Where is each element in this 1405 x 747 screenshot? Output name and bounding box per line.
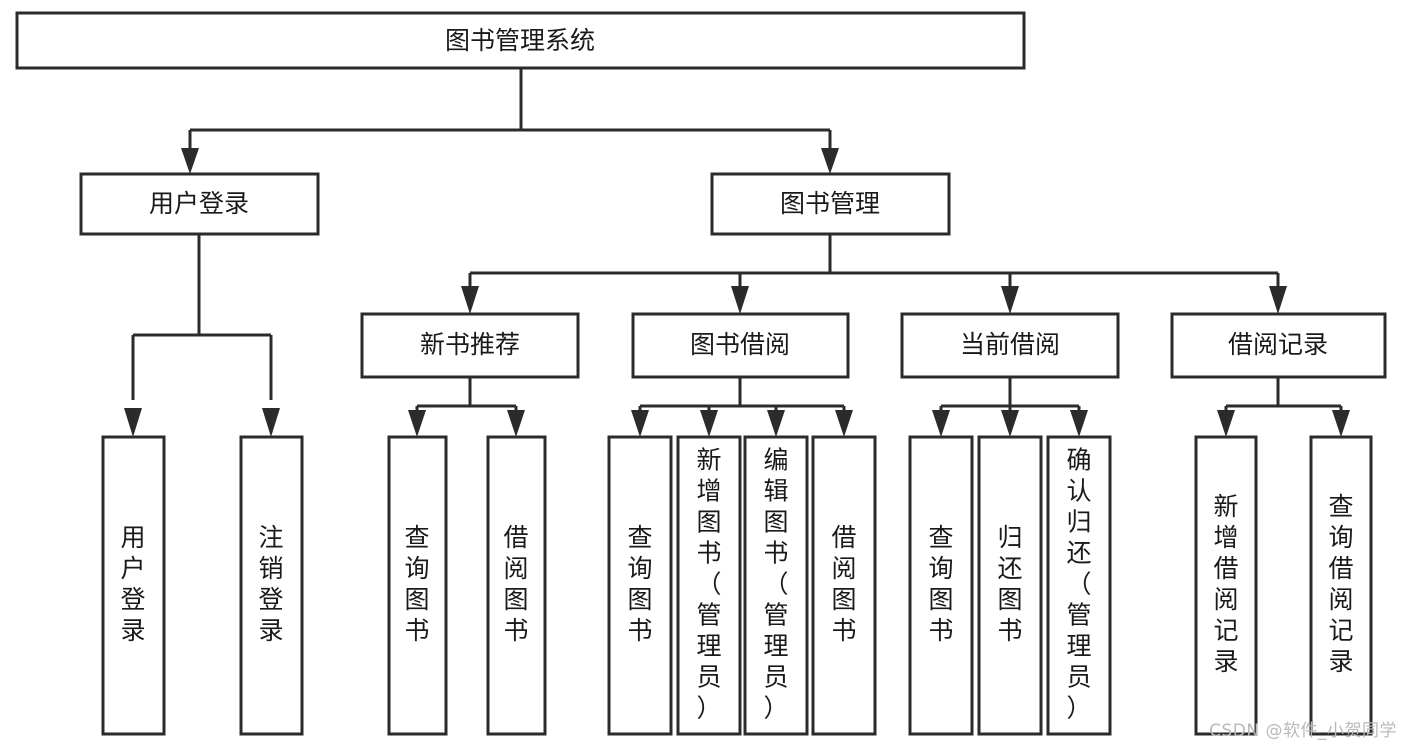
- arrow-head-icon: [1269, 286, 1287, 314]
- connector-borrow-to-leaves: [631, 377, 853, 437]
- node-current-borrow[interactable]: 当前借阅: [900, 312, 1120, 379]
- leaf-borrow-book-newbook[interactable]: 借阅图书: [486, 435, 547, 736]
- leaf-query-record[interactable]: 查询借阅记录: [1309, 435, 1373, 736]
- leaf-add-book-box[interactable]: [676, 435, 742, 736]
- leaf-borrow-book-borrow-label: 借阅图书: [831, 523, 856, 645]
- node-new-book-recommend-label: 新书推荐: [420, 330, 520, 359]
- arrow-head-icon: [1217, 410, 1235, 437]
- leaf-add-book[interactable]: 新增图书（管理员）: [676, 435, 742, 736]
- connector-bookmgmt-to-level2: [461, 234, 1287, 314]
- leaf-query-record-box[interactable]: [1309, 435, 1373, 736]
- leaf-user-login-box[interactable]: [101, 435, 166, 736]
- arrow-head-icon: [461, 286, 479, 314]
- arrow-head-icon: [507, 410, 525, 437]
- node-current-borrow-box[interactable]: [900, 312, 1120, 379]
- node-user-login-label: 用户登录: [149, 189, 249, 218]
- arrow-head-icon: [1332, 410, 1350, 437]
- node-current-borrow-label: 当前借阅: [960, 330, 1060, 359]
- node-user-login-box[interactable]: [79, 172, 320, 236]
- arrow-head-icon: [1070, 410, 1088, 437]
- leaf-return-book-box[interactable]: [977, 435, 1043, 736]
- arrow-head-icon: [835, 410, 853, 437]
- leaf-borrow-book-newbook-label: 借阅图书: [503, 523, 528, 645]
- leaf-query-book-newbook-box[interactable]: [387, 435, 448, 736]
- leaf-logout-box[interactable]: [239, 435, 304, 736]
- leaf-return-book[interactable]: 归还图书: [977, 435, 1043, 736]
- leaf-add-record[interactable]: 新增借阅记录: [1194, 435, 1258, 736]
- leaf-edit-book-box[interactable]: [743, 435, 809, 736]
- connector-userlogin-to-leaves: [124, 234, 280, 437]
- arrow-head-icon: [1001, 410, 1019, 437]
- leaf-user-login-label: 用户登录: [120, 523, 145, 645]
- node-borrow-record-box[interactable]: [1170, 312, 1387, 379]
- leaf-confirm-return-box[interactable]: [1046, 435, 1112, 736]
- leaf-query-book-newbook-label: 查询图书: [404, 523, 429, 645]
- node-new-book-recommend-box[interactable]: [360, 312, 580, 379]
- arrow-head-icon: [181, 148, 199, 174]
- leaf-query-book-borrow[interactable]: 查询图书: [607, 435, 673, 736]
- leaf-logout-label: 注销登录: [258, 523, 283, 645]
- node-book-borrow[interactable]: 图书借阅: [631, 312, 850, 379]
- leaf-user-login[interactable]: 用户登录: [101, 435, 166, 736]
- arrow-head-icon: [731, 286, 749, 314]
- node-book-borrow-box[interactable]: [631, 312, 850, 379]
- node-borrow-record-label: 借阅记录: [1228, 330, 1328, 359]
- node-book-management-label: 图书管理: [780, 189, 880, 218]
- node-new-book-recommend[interactable]: 新书推荐: [360, 312, 580, 379]
- node-root-system[interactable]: 图书管理系统: [15, 11, 1026, 70]
- leaf-edit-book-label: 编辑图书（管理员）: [763, 446, 788, 723]
- connector-record-to-leaves: [1217, 377, 1350, 437]
- arrow-head-icon: [1001, 286, 1019, 314]
- node-root-system-label: 图书管理系统: [445, 26, 595, 55]
- leaf-logout[interactable]: 注销登录: [239, 435, 304, 736]
- leaf-return-book-label: 归还图书: [997, 523, 1022, 645]
- leaf-query-record-label: 查询借阅记录: [1328, 492, 1353, 676]
- leaf-add-record-label: 新增借阅记录: [1213, 492, 1238, 676]
- node-borrow-record[interactable]: 借阅记录: [1170, 312, 1387, 379]
- leaf-add-book-label: 新增图书（管理员）: [696, 446, 721, 723]
- leaf-query-book-current-box[interactable]: [908, 435, 974, 736]
- leaf-query-book-borrow-box[interactable]: [607, 435, 673, 736]
- leaf-borrow-book-borrow[interactable]: 借阅图书: [811, 435, 877, 736]
- leaf-edit-book[interactable]: 编辑图书（管理员）: [743, 435, 809, 736]
- node-root-system-box[interactable]: [15, 11, 1026, 70]
- node-user-login[interactable]: 用户登录: [79, 172, 320, 236]
- leaf-borrow-book-newbook-box[interactable]: [486, 435, 547, 736]
- leaf-add-record-box[interactable]: [1194, 435, 1258, 736]
- node-book-management[interactable]: 图书管理: [710, 172, 951, 236]
- arrow-head-icon: [821, 148, 839, 174]
- arrow-head-icon: [932, 410, 950, 437]
- leaf-confirm-return[interactable]: 确认归还（管理员）: [1046, 435, 1112, 736]
- connector-current-to-leaves: [932, 377, 1088, 437]
- arrow-head-icon: [767, 410, 785, 437]
- leaf-confirm-return-label: 确认归还（管理员）: [1066, 446, 1091, 723]
- connector-root-to-level1: [181, 68, 839, 174]
- arrow-head-icon: [631, 410, 649, 437]
- leaf-query-book-newbook[interactable]: 查询图书: [387, 435, 448, 736]
- arrow-head-icon: [700, 410, 718, 437]
- arrow-head-icon: [124, 408, 142, 437]
- arrow-head-icon: [262, 408, 280, 437]
- leaf-query-book-current[interactable]: 查询图书: [908, 435, 974, 736]
- leaf-borrow-book-borrow-box[interactable]: [811, 435, 877, 736]
- node-book-management-box[interactable]: [710, 172, 951, 236]
- connector-newbook-to-leaves: [408, 377, 525, 437]
- leaf-query-book-current-label: 查询图书: [928, 523, 953, 645]
- arrow-head-icon: [408, 410, 426, 437]
- leaf-query-book-borrow-label: 查询图书: [627, 523, 652, 645]
- node-book-borrow-label: 图书借阅: [690, 330, 790, 359]
